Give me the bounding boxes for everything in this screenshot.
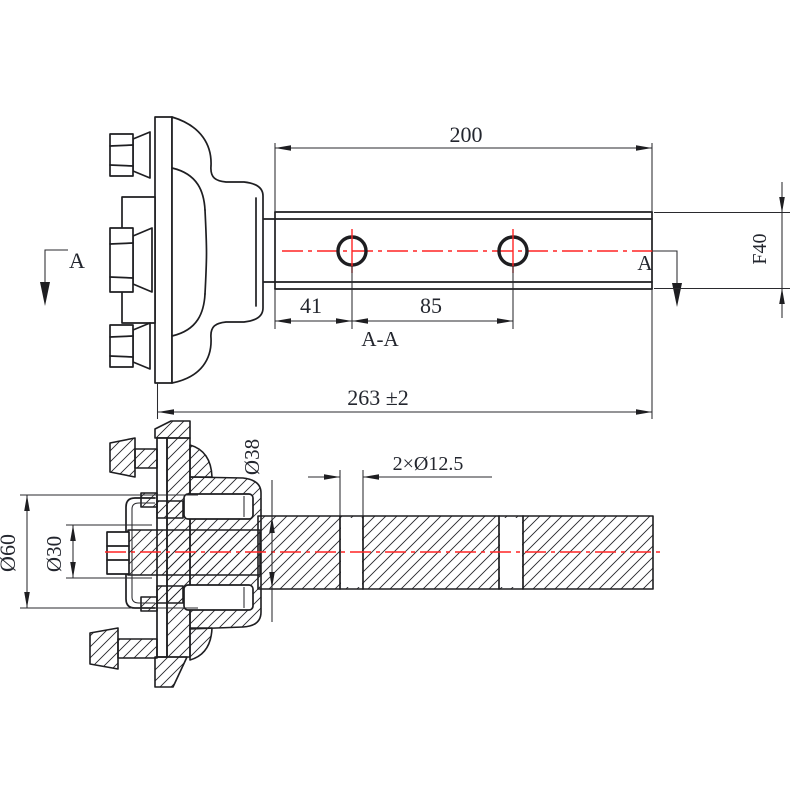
hub-flange-plate [154,116,173,384]
stud-section-bottom [89,627,158,670]
section-letter-right: A [637,251,653,275]
section-marker-right: A [637,250,682,307]
bearing-bore-top [183,493,254,520]
dim-cross-holes: 2×Ø12.5 [308,453,492,516]
bearing-bore-bottom [183,584,254,611]
section-marker-left: A [40,248,85,306]
dim-text-f40: F40 [749,233,771,264]
dim-beam-length-200: 200 [274,122,653,212]
section-view: Ø60 Ø30 Ø38 2×Ø12.5 [0,420,660,688]
dim-flange-d60: Ø60 [0,494,198,609]
dim-text-d30: Ø30 [42,536,66,572]
hub-fillet-bottom [189,627,213,661]
flange-top-tab [154,420,191,439]
dim-text-d38: Ø38 [240,439,264,475]
square-beam [263,211,653,290]
dim-hole-offsets: 41 85 [274,266,514,329]
section-title: A-A [361,327,399,351]
dim-spindle-d30: Ø30 [42,524,152,579]
seal-bottom-inner [156,585,184,604]
hub-drum [171,116,264,384]
stud-section-top [109,437,158,478]
dim-overall-263: 263 ±2 [156,289,653,419]
section-arrow-icon [40,282,50,306]
section-letter-left: A [69,248,85,273]
dim-beam-height-f40: F40 [654,182,790,318]
flange-bottom-tab [154,656,188,688]
dim-text-d60: Ø60 [0,534,20,572]
wheel-stud-bottom [109,322,151,370]
dim-text-2xd125: 2×Ø12.5 [393,453,464,475]
section-arrow-icon [672,283,682,307]
dim-text-41: 41 [300,293,322,318]
wheel-stud-top [109,131,151,179]
dim-text-200: 200 [450,122,483,147]
seal-bottom-outer [140,596,158,612]
spindle-nut [106,531,130,575]
wheel-stud-middle [109,227,153,293]
dim-text-85: 85 [420,293,442,318]
dim-shaft-d38: Ø38 [240,439,275,622]
side-view: A A 200 F40 [40,116,790,419]
seal-top-inner [156,500,184,519]
hub-fillet-top [189,444,213,478]
dim-text-263: 263 ±2 [347,385,409,410]
